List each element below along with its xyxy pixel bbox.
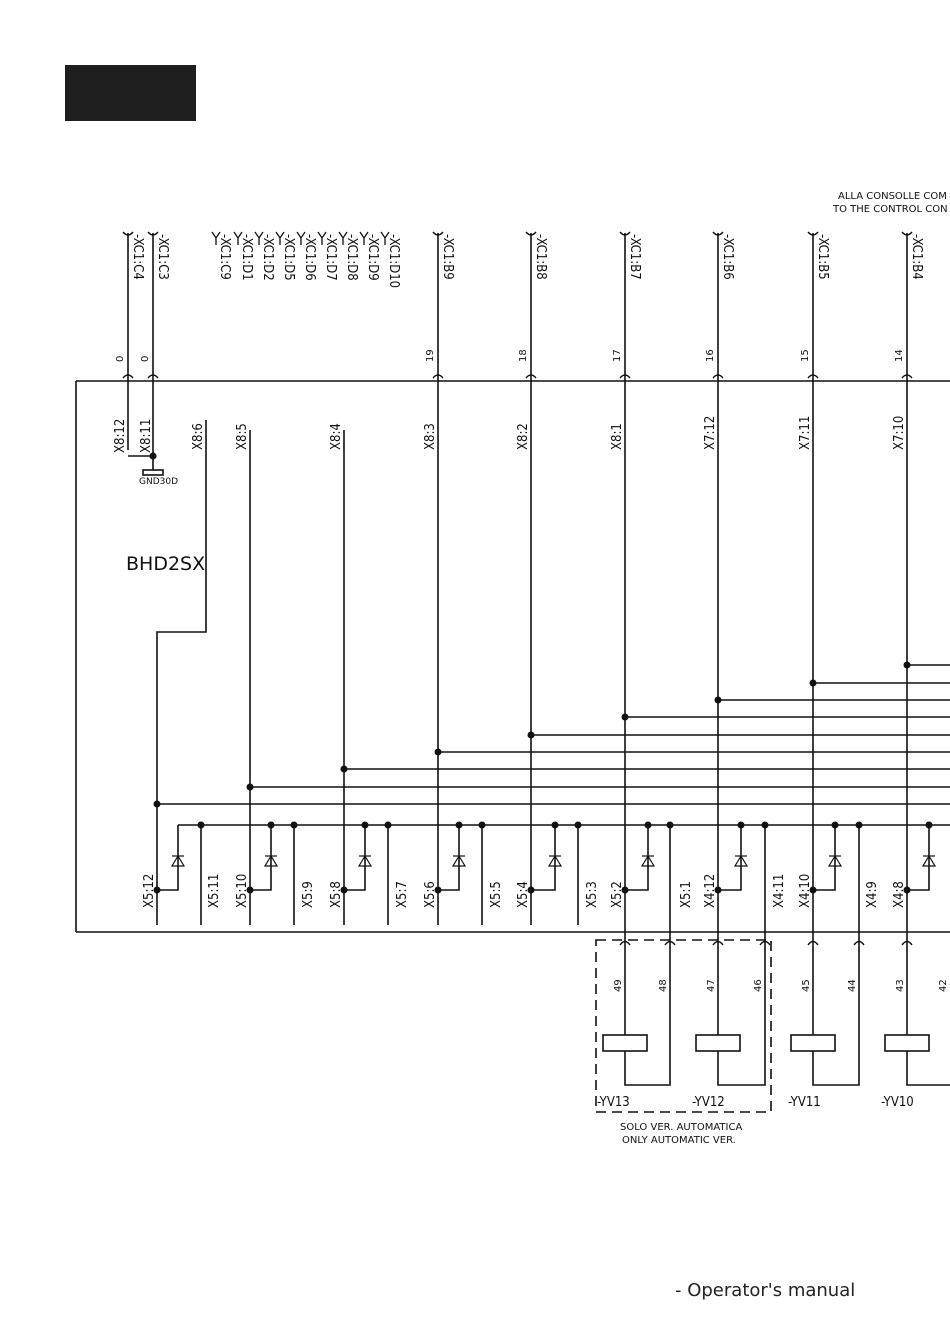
valve-wire-number: 48 (658, 979, 669, 992)
connector-label: -XC1:B5 (815, 234, 830, 280)
valve-wire-number: 47 (706, 979, 717, 992)
connector-label: -XC1:C3 (155, 234, 170, 280)
group-connector-label: -XC1:C9 (217, 234, 232, 280)
pin-label: X8:6 (191, 423, 206, 450)
wire-number-label: 19 (425, 349, 436, 362)
bottom-pin-label: X4:10 (798, 874, 813, 908)
bottom-pin-label: X5:9 (301, 881, 316, 908)
diode-branches (157, 825, 930, 891)
pin-label: X8:12 (113, 419, 128, 453)
connector-label: -XC1:B9 (440, 234, 455, 280)
bottom-pin-label: X5:10 (235, 874, 250, 908)
connector-label: -XC1:B6 (720, 234, 735, 280)
bottom-pin-label: X5:3 (585, 881, 600, 908)
pin-label: X8:3 (423, 423, 438, 450)
connector-label: -XC1:B4 (909, 234, 924, 280)
connector-label: -XC1:B7 (627, 234, 642, 280)
bottom-pin-label: X5:7 (395, 881, 410, 908)
group-connector-label: -XC1:D2 (260, 234, 275, 281)
valve-wire-number: 42 (938, 979, 949, 992)
bottom-pin-label: X5:5 (489, 881, 504, 908)
bottom-pin-label: X5:6 (423, 881, 438, 908)
bottom-pin-label: X5:1 (679, 881, 694, 908)
pin-label: X8:4 (329, 423, 344, 450)
group-connector-label: -XC1:D7 (323, 234, 338, 281)
automatic-note-en: ONLY AUTOMATIC VER. (622, 1135, 736, 1146)
pin-label: X7:10 (892, 416, 907, 450)
valve-coils (602, 940, 950, 1086)
valve-wire-number: 49 (613, 979, 624, 992)
footer-text: - Operator's manual (675, 1280, 856, 1301)
bottom-pin-label: X5:12 (142, 874, 157, 908)
connector-label: -XC1:C4 (130, 234, 145, 280)
group-connector-label: -XC1:D6 (302, 234, 317, 281)
valve-name-yv13: -YV13 (597, 1095, 630, 1110)
group-connector-label: -XC1:D10 (386, 234, 401, 288)
valve-name-yv11: -YV11 (788, 1095, 821, 1110)
wire-number-label: 0 (115, 356, 126, 362)
pin-label: X8:1 (610, 423, 625, 450)
group-connector-label: -XC1:D5 (281, 234, 296, 281)
wire-number-label: 15 (800, 349, 811, 362)
bottom-pin-label: X5:11 (207, 874, 222, 908)
bottom-pin-label: X4:8 (892, 881, 907, 908)
bottom-pin-label: X5:2 (610, 881, 625, 908)
pin-label: X7:11 (798, 416, 813, 450)
pin-label: X8:5 (235, 423, 250, 450)
wire-number-label: 17 (612, 349, 623, 362)
group-connector-label: -XC1:D1 (239, 234, 254, 281)
automatic-version-box (595, 939, 772, 1113)
bottom-pin-label: X5:4 (516, 881, 531, 908)
wire-number-label: 14 (894, 349, 905, 362)
pin-label: X8:11 (139, 419, 154, 453)
valve-wire-number: 46 (753, 979, 764, 992)
valve-wire-number: 45 (801, 979, 812, 992)
group-connector-label: -XC1:D8 (344, 234, 359, 281)
wire-number-label: 16 (705, 349, 716, 362)
bottom-pin-label: X4:9 (865, 881, 880, 908)
wire-number-label: 18 (518, 349, 529, 362)
group-connector-label: -XC1:D9 (365, 234, 380, 281)
board-label: BHD2SX (126, 553, 205, 575)
pin-label: X8:2 (516, 423, 531, 450)
bottom-pin-label: X4:11 (772, 874, 787, 908)
console-label-en: TO THE CONTROL CON (832, 204, 948, 215)
valve-wire-number: 43 (895, 979, 906, 992)
pin-label: X7:12 (703, 416, 718, 450)
connector-label: -XC1:B8 (533, 234, 548, 280)
valve-name-yv10: -YV10 (881, 1095, 914, 1110)
console-label-it: ALLA CONSOLLE COM (838, 191, 947, 202)
automatic-note-it: SOLO VER. AUTOMATICA (620, 1122, 742, 1133)
ground-label: GND30D (139, 477, 178, 487)
bottom-pin-label: X5:8 (329, 881, 344, 908)
wire-number-label: 0 (140, 356, 151, 362)
valve-wire-number: 44 (847, 979, 858, 992)
section-tab (65, 65, 196, 121)
bottom-pin-label: X4:12 (703, 874, 718, 908)
valve-name-yv12: -YV12 (692, 1095, 725, 1110)
